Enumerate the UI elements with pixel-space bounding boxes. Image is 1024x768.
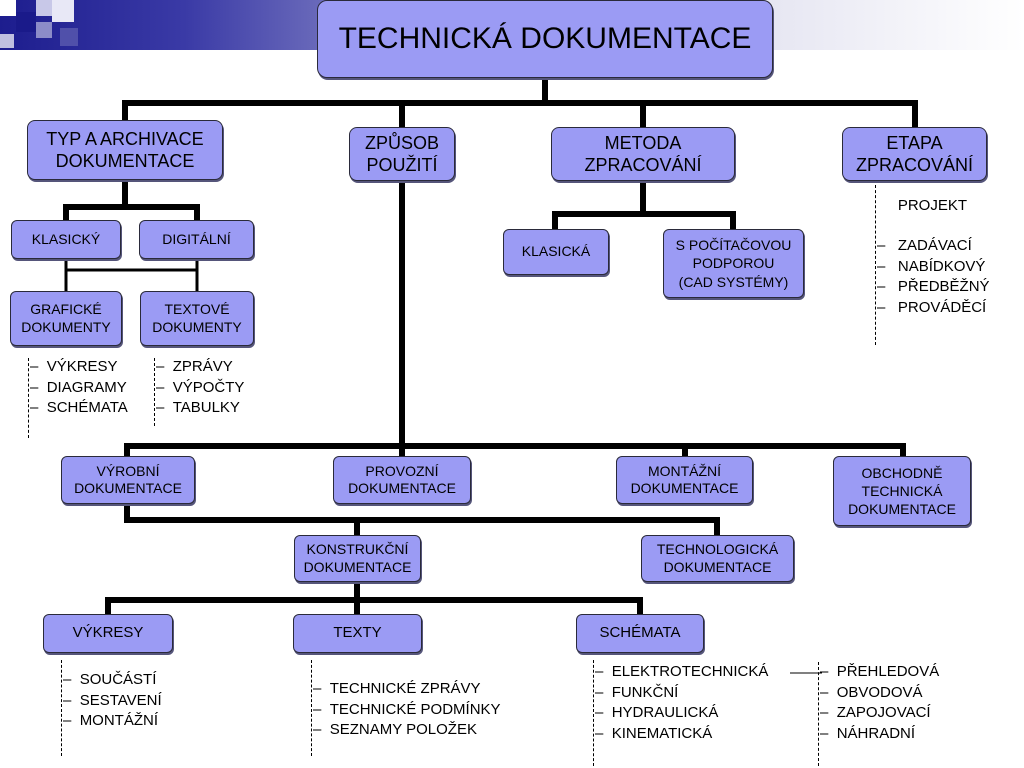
list-item: – ZAPOJOVACÍ xyxy=(820,704,931,721)
technologicka-label: TECHNOLOGICKÁ DOKUMENTACE xyxy=(656,541,779,575)
box-montazni-dokumentace: MONTÁŽNÍ DOKUMENTACE xyxy=(616,456,753,504)
list-item: – HYDRAULICKÁ xyxy=(595,704,719,721)
vyrobni-label: VÝROBNÍ DOKUMENTACE xyxy=(74,462,182,497)
list-item: – DIAGRAMY xyxy=(30,378,127,396)
box-konstrukcni-dokumentace: KONSTRUKČNÍ DOKUMENTACE xyxy=(294,535,421,582)
box-s-pocitacovou-podporou: S POČÍTAČOVOU PODPOROU (CAD SYSTÉMY) xyxy=(663,229,804,298)
etapa-list: PROJEKT xyxy=(877,196,967,217)
root-technicka-dokumentace: TECHNICKÁ DOKUMENTACE xyxy=(317,0,773,78)
list-item: – SOUČÁSTÍ xyxy=(63,671,157,688)
list-item: – ZPRÁVY xyxy=(156,358,233,375)
box-metoda-zpracovani: METODA ZPRACOVÁNÍ xyxy=(551,127,735,181)
list-item: – TECHNICKÉ PODMÍNKY xyxy=(313,700,501,718)
box-vykresy: VÝKRESY xyxy=(43,614,173,653)
box-typ-archivace: TYP A ARCHIVACE DOKUMENTACE xyxy=(27,120,223,180)
textove-list-line xyxy=(154,358,155,426)
decor-square xyxy=(52,0,74,22)
list-item: – MONTÁŽNÍ xyxy=(63,712,159,729)
etapa-label: ETAPA ZPRACOVÁNÍ xyxy=(855,132,974,176)
list-item: – KINEMATICKÁ xyxy=(595,724,713,742)
schemata-types-list: – PŘEHLEDOVÁ – OBVODOVÁ – ZAPOJOVACÍ – N… xyxy=(820,662,939,744)
box-texty: TEXTY xyxy=(293,614,422,653)
decor-square xyxy=(36,22,52,38)
klasicka-label: KLASICKÁ xyxy=(521,243,591,260)
klasicky-label: KLASICKÝ xyxy=(31,230,101,247)
etapa-list-line xyxy=(875,185,876,345)
decor-square xyxy=(60,28,78,46)
list-item: – NABÍDKOVÝ xyxy=(877,257,986,275)
provozni-label: PROVOZNÍ DOKUMENTACE xyxy=(348,462,456,497)
metoda-label: METODA ZPRACOVÁNÍ xyxy=(584,132,702,176)
texty-list: – TECHNICKÉ ZPRÁVY – TECHNICKÉ PODMÍNKY … xyxy=(313,679,501,741)
decor-square xyxy=(16,12,36,32)
schemata-types-list-line xyxy=(818,662,819,766)
schemata-label: SCHÉMATA xyxy=(599,624,681,642)
list-item: – FUNKČNÍ xyxy=(595,683,679,701)
graficke-list: – VÝKRESY – DIAGRAMY – SCHÉMATA xyxy=(30,357,128,419)
root-title: TECHNICKÁ DOKUMENTACE xyxy=(338,22,752,56)
decor-square xyxy=(0,0,16,16)
konstrukcni-label: KONSTRUKČNÍ DOKUMENTACE xyxy=(303,541,412,575)
list-item: – TABULKY xyxy=(156,399,240,416)
vykresy-list: – SOUČÁSTÍ – SESTAVENÍ – MONTÁŽNÍ xyxy=(63,670,162,732)
box-etapa-zpracovani: ETAPA ZPRACOVÁNÍ xyxy=(842,127,987,181)
box-vyrobni-dokumentace: VÝROBNÍ DOKUMENTACE xyxy=(61,456,195,504)
list-item: – PŘEDBĚŽNÝ xyxy=(877,278,990,295)
box-textove-dokumenty: TEXTOVÉ DOKUMENTY xyxy=(140,291,254,346)
list-item: PROJEKT xyxy=(897,197,968,214)
list-item: – VÝKRESY xyxy=(30,358,118,375)
graficke-label: GRAFICKÉ DOKUMENTY xyxy=(21,301,111,335)
list-item: – SEZNAMY POLOŽEK xyxy=(313,721,477,738)
list-item: – ELEKTROTECHNICKÁ xyxy=(595,663,769,680)
zpusob-label: ZPŮSOB POUŽITÍ xyxy=(364,132,439,176)
vykresy-list-line xyxy=(61,660,62,756)
list-item: – SESTAVENÍ xyxy=(63,691,162,709)
schemata-list-line xyxy=(593,660,594,766)
list-item: – SCHÉMATA xyxy=(30,399,128,416)
list-item: – ZADÁVACÍ xyxy=(877,237,972,254)
list-item: – VÝPOČTY xyxy=(156,378,245,396)
textove-label: TEXTOVÉ DOKUMENTY xyxy=(152,301,242,335)
list-item: – NÁHRADNÍ xyxy=(820,724,916,742)
pocitac-label: S POČÍTAČOVOU PODPOROU (CAD SYSTÉMY) xyxy=(675,237,792,290)
list-item: – PŘEHLEDOVÁ xyxy=(820,663,940,680)
box-technologicka-dokumentace: TECHNOLOGICKÁ DOKUMENTACE xyxy=(641,535,794,582)
box-klasicka: KLASICKÁ xyxy=(503,229,609,275)
list-item: – TECHNICKÉ ZPRÁVY xyxy=(313,680,481,697)
textove-list: – ZPRÁVY – VÝPOČTY – TABULKY xyxy=(156,357,244,419)
box-schemata: SCHÉMATA xyxy=(576,614,704,653)
etapa-sublist: – ZADÁVACÍ – NABÍDKOVÝ – PŘEDBĚŽNÝ – PRO… xyxy=(877,236,990,318)
decor-square xyxy=(36,0,52,16)
digitalni-label: DIGITÁLNÍ xyxy=(162,230,231,247)
list-item: – PROVÁDĚCÍ xyxy=(877,298,987,316)
decor-square xyxy=(0,34,14,48)
typ-label: TYP A ARCHIVACE DOKUMENTACE xyxy=(46,128,204,172)
montazni-label: MONTÁŽNÍ DOKUMENTACE xyxy=(630,462,739,497)
box-digitalni: DIGITÁLNÍ xyxy=(139,220,254,259)
box-graficke-dokumenty: GRAFICKÉ DOKUMENTY xyxy=(10,291,122,346)
texty-label: TEXTY xyxy=(333,624,382,642)
graficke-list-line xyxy=(28,358,29,438)
box-provozni-dokumentace: PROVOZNÍ DOKUMENTACE xyxy=(333,456,471,504)
box-zpusob-pouziti: ZPŮSOB POUŽITÍ xyxy=(349,127,455,181)
vykresy-label: VÝKRESY xyxy=(72,624,144,642)
box-obchodne-technicka-dokumentace: OBCHODNĚ TECHNICKÁ DOKUMENTACE xyxy=(833,456,971,526)
texty-list-line xyxy=(311,660,312,756)
box-klasicky: KLASICKÝ xyxy=(11,220,121,259)
schemata-list: – ELEKTROTECHNICKÁ – FUNKČNÍ – HYDRAULIC… xyxy=(595,662,768,744)
list-item: – OBVODOVÁ xyxy=(820,683,923,701)
obchodne-label: OBCHODNĚ TECHNICKÁ DOKUMENTACE xyxy=(848,464,956,518)
